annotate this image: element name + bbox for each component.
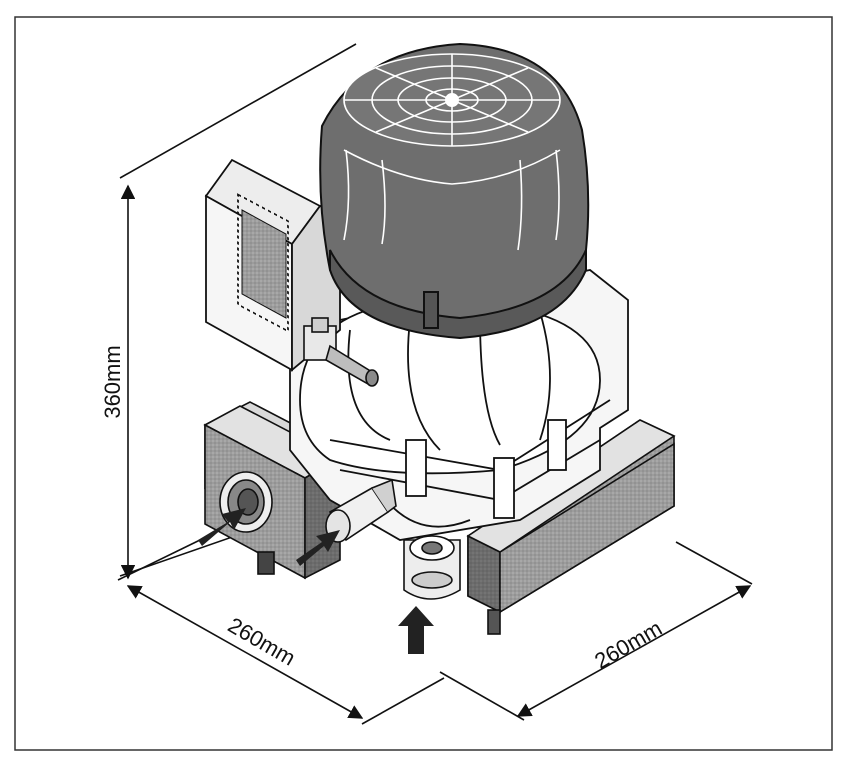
width-label: 260mm [590, 615, 666, 673]
nozzle-flow-arrow [296, 530, 340, 566]
arrow-diagonal-icon [198, 508, 246, 546]
width-dimension-line [516, 585, 752, 717]
dimension-width [439, 541, 753, 721]
arrow-diagonal-icon [296, 530, 340, 566]
depth-dimension-line [126, 585, 364, 719]
height-extension-top [119, 43, 357, 179]
motor-housing [319, 42, 590, 340]
depth-extension-right [361, 677, 445, 725]
height-extension-bottom [117, 539, 201, 581]
bottom-outlet [403, 535, 461, 600]
valve-fitting [303, 317, 379, 387]
arrow-up-icon [398, 606, 434, 654]
inlet-flow-arrow [198, 508, 246, 546]
foot-right [487, 609, 501, 635]
figure-frame [14, 16, 833, 751]
foot-left [257, 551, 275, 575]
height-label: 360mm [100, 345, 125, 418]
pump-body [289, 269, 629, 541]
width-extension-left [439, 671, 525, 721]
outlet-flow-arrow [398, 606, 434, 654]
width-extension-right [675, 541, 753, 585]
dimension-height [117, 43, 357, 581]
